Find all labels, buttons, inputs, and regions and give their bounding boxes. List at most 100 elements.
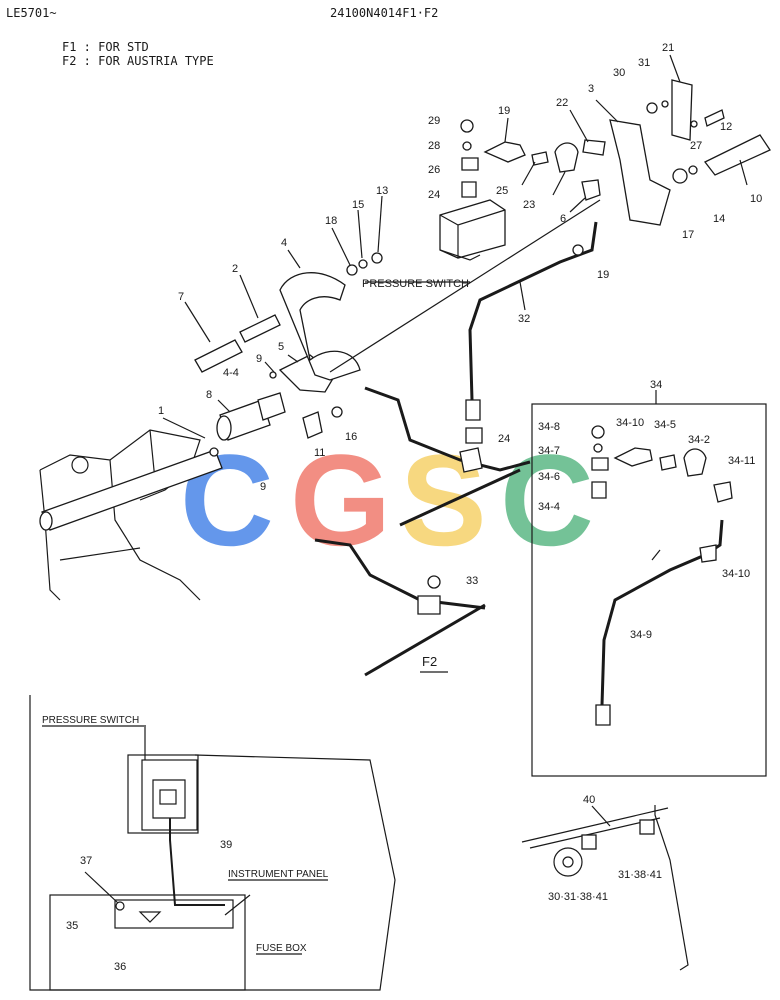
part-34-11-elbow — [713, 481, 733, 503]
fuse-box — [114, 899, 234, 929]
label-part-34-4: 34-4 — [538, 501, 560, 513]
part-13-nut — [371, 252, 383, 264]
label-part-34-7: 34-7 — [538, 445, 560, 457]
callout-f2: F2 — [422, 654, 437, 669]
label-part-15: 15 — [352, 199, 364, 211]
label-part-31-38-41: 31·38·41 — [618, 869, 662, 881]
label-part-28: 28 — [428, 140, 440, 152]
part-24-lower-fitting — [465, 427, 483, 444]
callout-pressure-switch: PRESSURE SWITCH — [362, 278, 469, 290]
part-22-u-bolt — [582, 139, 606, 156]
part-39-wire — [169, 818, 225, 906]
label-part-6: 6 — [560, 213, 566, 225]
part-19-hose — [483, 141, 526, 163]
part-15-washer — [358, 259, 368, 269]
label-part-39: 39 — [220, 839, 232, 851]
label-part-16: 16 — [345, 431, 357, 443]
pressure-switch-body — [439, 199, 506, 259]
part-34-8-cap — [591, 425, 605, 439]
label-part-12: 12 — [720, 121, 732, 133]
label-part-17: 17 — [682, 229, 694, 241]
wiring-inset — [29, 695, 396, 991]
part-28-ring — [462, 141, 472, 151]
label-part-5: 5 — [278, 341, 284, 353]
label-part-14: 14 — [713, 213, 725, 225]
label-part-27: 27 — [690, 140, 702, 152]
label-part-19-lower: 19 — [597, 269, 609, 281]
label-part-19-upper: 19 — [498, 105, 510, 117]
label-part-13: 13 — [376, 185, 388, 197]
part-12-bolt — [704, 109, 725, 127]
part-34-5-fitting — [659, 454, 677, 471]
part-14-washer — [688, 165, 698, 175]
part-3-bracket — [609, 119, 671, 226]
label-part-1: 1 — [158, 405, 164, 417]
label-part-34-5: 34-5 — [654, 419, 676, 431]
part-24-fitting — [461, 181, 477, 198]
label-part-34-6: 34-6 — [538, 471, 560, 483]
inset-pressure-switch — [159, 789, 177, 805]
part-11-bolt — [302, 411, 323, 439]
label-part-32: 32 — [518, 313, 530, 325]
part-25-fitting — [531, 151, 549, 166]
label-part-3: 3 — [588, 83, 594, 95]
part-6-elbow — [581, 179, 601, 201]
watermark-letter-c1: C — [180, 427, 274, 573]
part-23-valve — [554, 142, 579, 173]
part-32-hose — [468, 221, 598, 401]
part-34-10-hose-upper — [613, 447, 653, 467]
part-34-6-tee — [591, 457, 609, 471]
part-7-pin — [194, 339, 243, 373]
label-part-11: 11 — [314, 447, 325, 459]
label-part-34-8: 34-8 — [538, 421, 560, 433]
part-16-washer — [331, 406, 343, 418]
part-34-7-ring — [593, 443, 603, 453]
label-part-35: 35 — [66, 920, 78, 932]
label-part-26: 26 — [428, 164, 440, 176]
pressure-switch-assembly — [346, 119, 606, 276]
part-29-cap — [460, 119, 474, 133]
part-33-plug — [427, 575, 441, 589]
label-part-9-lower: 9 — [260, 481, 266, 493]
label-part-30-31-38-41: 30·31·38·41 — [548, 891, 608, 903]
leader-lines — [162, 54, 748, 561]
label-part-21: 21 — [662, 42, 674, 54]
part-30-nut — [646, 102, 658, 114]
label-part-40: 40 — [583, 794, 595, 806]
part-21-plate — [671, 79, 693, 141]
label-part-34-10-upper: 34-10 — [616, 417, 644, 429]
label-part-25: 25 — [496, 185, 508, 197]
pin-and-bushing-parts — [194, 272, 361, 457]
part-34-9-hose — [600, 519, 724, 706]
part-18-washer — [346, 264, 358, 276]
part-9-pin-lower — [209, 447, 219, 457]
label-part-24-upper: 24 — [428, 189, 440, 201]
part-34-10-nut-lower — [699, 544, 717, 563]
detail-34-box — [531, 390, 767, 777]
f2-pipe-upper — [364, 386, 531, 472]
label-part-10: 10 — [750, 193, 762, 205]
watermark: C G S C — [180, 427, 594, 573]
part-34-4-fitting — [591, 481, 607, 499]
label-part-37: 37 — [80, 855, 92, 867]
part-26-tee — [461, 157, 479, 171]
callout-fuse-box: FUSE BOX — [256, 943, 307, 954]
label-part-34-9: 34-9 — [630, 629, 652, 641]
f2-pipe-lower — [314, 538, 486, 610]
legend-f1: F1 : FOR STD — [62, 40, 149, 54]
hose-and-pipes — [314, 199, 601, 677]
label-part-18: 18 — [325, 215, 337, 227]
label-part-23: 23 — [523, 199, 535, 211]
part-17-washer — [672, 168, 688, 184]
part-31-washer — [661, 100, 669, 108]
legend-f2: F2 : FOR AUSTRIA TYPE — [62, 54, 214, 68]
label-part-36: 36 — [114, 961, 126, 973]
machine-body-outline — [39, 429, 223, 601]
label-part-30: 30 — [613, 67, 625, 79]
part-2-pin — [239, 314, 281, 343]
label-part-31: 31 — [638, 57, 650, 69]
label-part-9-upper: 9 — [256, 353, 262, 365]
part-9-pin — [269, 371, 277, 379]
